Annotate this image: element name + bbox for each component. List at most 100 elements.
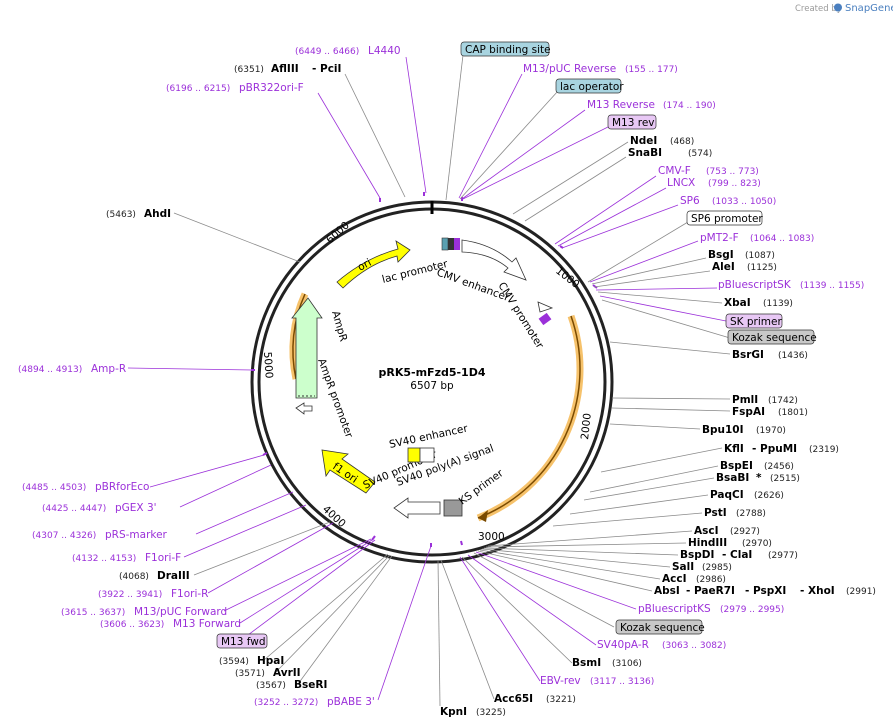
f1-ori-arrow	[321, 449, 376, 494]
enzyme-position: (574)	[688, 149, 712, 159]
leader-draiii	[193, 521, 331, 576]
enzyme-position: (2986)	[696, 575, 726, 585]
kozak-label-box-2	[615, 619, 703, 635]
leader-lncx	[557, 187, 667, 247]
primer-range: (2979 .. 2995)	[720, 605, 784, 615]
enzyme-name: SnaBI	[628, 147, 662, 159]
enzyme-position: (1742)	[768, 396, 798, 406]
ampr-promoter-arrow	[295, 402, 313, 415]
primer-name: EBV-rev	[540, 675, 581, 687]
sv40-ori-box	[443, 499, 463, 517]
lac-operator-label: lac operator	[560, 81, 624, 93]
ampr-arrow	[291, 297, 323, 399]
enzyme-position: (3221)	[546, 695, 576, 705]
m13-fwd-label-box	[216, 633, 268, 649]
enzyme-position: (3106)	[612, 659, 642, 669]
enzyme-name: - PspXI	[745, 585, 786, 597]
primer-range: (1033 .. 1050)	[712, 197, 776, 207]
enzyme-name: - ClaI	[722, 549, 752, 561]
leader-absi	[477, 550, 653, 592]
ori-arrow	[336, 240, 411, 289]
leader-hindiii	[485, 542, 687, 548]
enzyme-position: (2626)	[754, 491, 784, 501]
primer-range: (4894 .. 4913)	[18, 365, 82, 375]
primer-marks	[251, 192, 598, 547]
enzyme-name: PmlI	[732, 394, 758, 406]
enzyme-position: (4068)	[119, 572, 149, 582]
leader-pbabe	[377, 545, 432, 701]
primer-range: (4132 .. 4153)	[72, 554, 136, 564]
enzyme-name: AvrII	[273, 667, 301, 679]
enzyme-position: (3571)	[235, 669, 265, 679]
leader-xbai	[597, 291, 723, 304]
enzyme-position: (1087)	[745, 251, 775, 261]
kozak-label-2: Kozak sequence	[620, 622, 705, 634]
leader-kfli	[600, 447, 723, 473]
primer-name: pBRforEco	[95, 481, 149, 493]
backbone	[250, 200, 614, 564]
enzyme-position: (1970)	[756, 426, 786, 436]
enzyme-name: HindIII	[688, 537, 727, 549]
leader-pbks	[475, 551, 637, 610]
enzyme-name: BseRI	[294, 679, 327, 691]
enzyme-position: (2927)	[730, 527, 760, 537]
cmv-promoter-label: CMV promoter	[495, 280, 546, 351]
cmv-enhancer-arrow	[461, 239, 527, 281]
leader-m13forward	[239, 539, 373, 624]
enzyme-position: (1801)	[778, 408, 808, 418]
primer-range: (3606 .. 3623)	[100, 620, 164, 630]
m13-fwd-label: M13 fwd	[221, 636, 266, 648]
enzyme-name: AhdI	[144, 208, 171, 220]
enzyme-name: BsaBI	[716, 472, 749, 484]
sk-primer-label-box	[725, 313, 783, 329]
leader-bsabi	[583, 477, 715, 501]
enzyme-name: AscI	[694, 525, 719, 537]
sp6-promoter-label-box	[686, 210, 763, 226]
primer-range: (3922 .. 3941)	[98, 590, 162, 600]
leader-kozak1	[601, 299, 731, 339]
kozak-label-box-1	[727, 329, 815, 345]
primer-range: (6449 .. 6466)	[295, 47, 359, 57]
leader-sk-primer	[599, 295, 727, 322]
enzyme-name: - PpuMI	[752, 443, 797, 455]
leader-ahdi	[173, 212, 301, 263]
primer-range: (799 .. 823)	[708, 179, 761, 189]
enzyme-name: PstI	[704, 507, 727, 519]
enzyme-name: - XhoI	[800, 585, 835, 597]
cap-box-label: CAP binding site	[465, 44, 551, 56]
ampr-label: AmpR	[329, 310, 349, 343]
primer-range: (174 .. 190)	[663, 101, 716, 111]
enzyme-position: (2515)	[770, 474, 800, 484]
enzyme-name: BsgI	[708, 249, 734, 261]
enzyme-name: BsmI	[572, 657, 601, 669]
primer-range: (753 .. 773)	[706, 167, 759, 177]
leader-ampr	[127, 367, 253, 371]
enzyme-position: (468)	[670, 137, 694, 147]
m13-rev-label: M13 rev	[612, 117, 655, 129]
primer-name: pMT2-F	[700, 232, 739, 244]
tick-label-2000: 2000	[579, 412, 594, 440]
enzyme-position: (2991)	[846, 587, 876, 597]
primer-range: (155 .. 177)	[625, 65, 678, 75]
ampr-promoter-label: AmpR promoter	[315, 357, 355, 440]
primer-range: (6196 .. 6215)	[166, 84, 230, 94]
enzyme-position: (3594)	[219, 657, 249, 667]
leader-cap	[445, 54, 464, 201]
primer-name: LNCX	[667, 177, 695, 189]
leader-fspai	[611, 407, 731, 412]
primer-name: M13 Forward	[173, 618, 241, 630]
primer-name: pBABE 3'	[327, 696, 375, 708]
brand-text: SnapGene	[845, 3, 893, 14]
enzyme-name: PaqCI	[710, 489, 744, 501]
primer-name: M13 Reverse	[587, 99, 655, 111]
enzyme-position: (3567)	[256, 681, 286, 691]
enzyme-name: BspEI	[720, 460, 753, 472]
ori-label: ori	[356, 257, 374, 274]
leader-f1ori-f	[183, 504, 307, 558]
leader-afliii	[344, 73, 406, 198]
lac-operator-box	[448, 238, 454, 250]
enzyme-name: DraIII	[157, 570, 190, 582]
enzyme-name: SalI	[672, 561, 694, 573]
